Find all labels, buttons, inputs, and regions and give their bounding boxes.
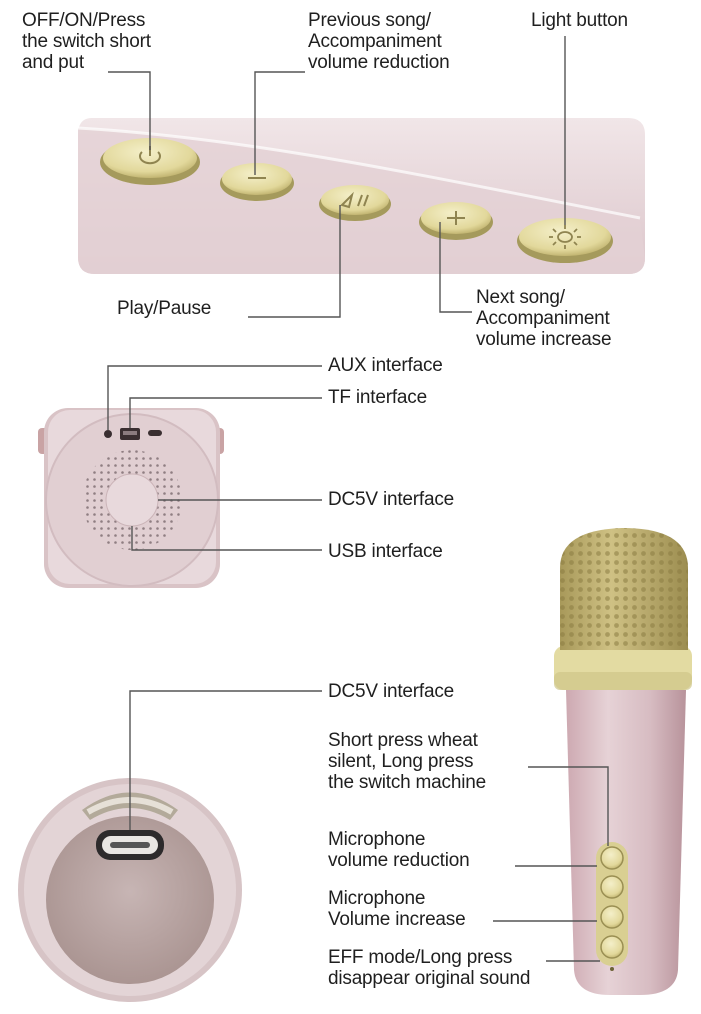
microphone bbox=[554, 528, 692, 995]
play-pause-icon bbox=[340, 191, 369, 209]
aux-port bbox=[104, 430, 112, 438]
power-label: OFF/ON/Press the switch short and put bbox=[22, 10, 151, 73]
mic-middle-button[interactable] bbox=[600, 905, 624, 929]
next-button[interactable] bbox=[419, 202, 493, 240]
mic-volume-down-button[interactable] bbox=[600, 846, 624, 870]
dc-port bbox=[148, 430, 162, 436]
mic-volume-up-label: Microphone Volume increase bbox=[328, 888, 466, 930]
usb-c-port-icon bbox=[96, 830, 164, 860]
usb-label: USB interface bbox=[328, 541, 443, 562]
sun-icon bbox=[549, 225, 581, 249]
power-button[interactable] bbox=[100, 138, 200, 185]
speaker-unit bbox=[38, 408, 224, 588]
plus-icon bbox=[447, 211, 465, 225]
tf-label: TF interface bbox=[328, 387, 427, 408]
mic-volume-up-button[interactable] bbox=[600, 875, 624, 899]
aux-label: AUX interface bbox=[328, 355, 443, 376]
mic-dc-label: DC5V interface bbox=[328, 681, 455, 702]
light-button[interactable] bbox=[517, 218, 613, 263]
mic-volume-down-label: Microphone volume reduction bbox=[328, 829, 470, 871]
leader-lines bbox=[107, 36, 609, 962]
play-pause-button[interactable] bbox=[319, 185, 391, 221]
wheat-label: Short press wheat silent, Long press the… bbox=[328, 730, 486, 793]
light-label: Light button bbox=[531, 10, 628, 31]
previous-label: Previous song/ Accompaniment volume redu… bbox=[308, 10, 450, 73]
eff-label: EFF mode/Long press disappear original s… bbox=[328, 947, 531, 989]
dc-label: DC5V interface bbox=[328, 489, 455, 510]
next-label: Next song/ Accompaniment volume increase bbox=[476, 287, 612, 350]
eff-mode-button[interactable] bbox=[600, 935, 624, 959]
mic-bottom-view bbox=[18, 778, 242, 1002]
play-pause-label: Play/Pause bbox=[117, 298, 212, 319]
previous-button[interactable] bbox=[220, 163, 294, 201]
